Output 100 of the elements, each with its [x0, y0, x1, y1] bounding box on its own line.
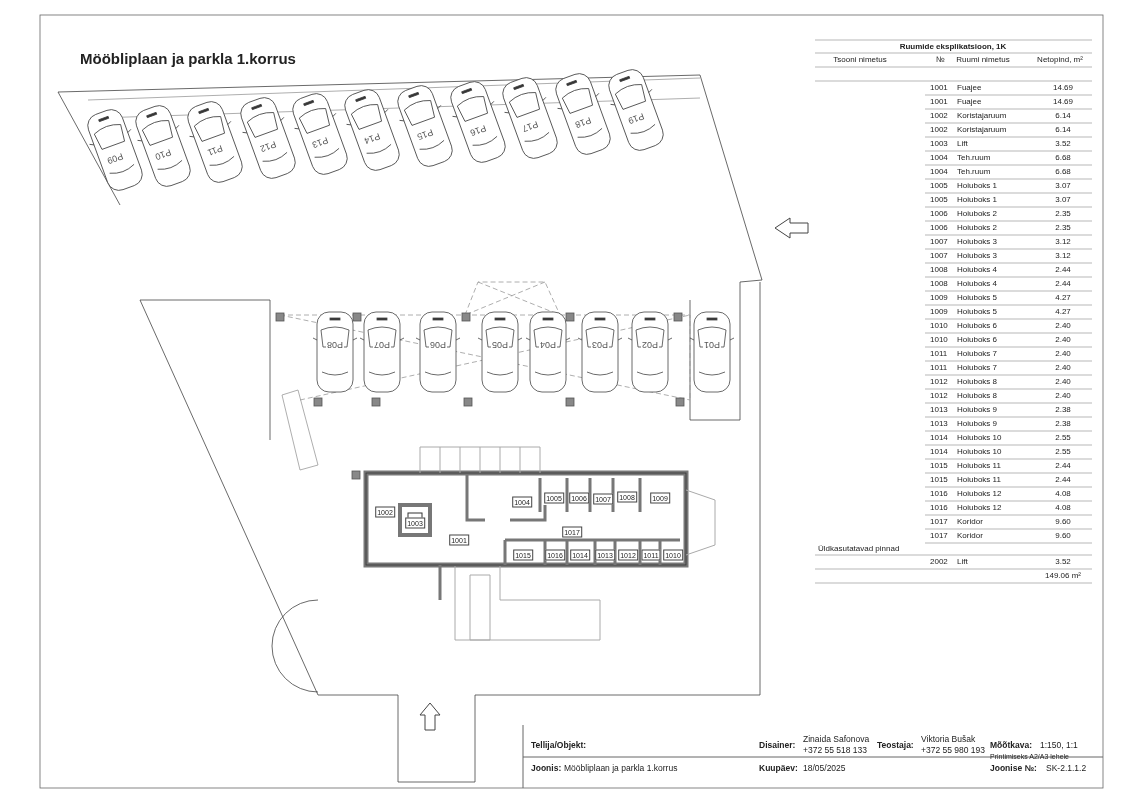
- table-cell: 1007: [930, 238, 948, 246]
- table-cell: 2.44: [1055, 266, 1071, 274]
- table-cell: 2.40: [1055, 392, 1071, 400]
- table-cell: Hoiuboks 3: [957, 238, 998, 246]
- drawing-title: Mööbliplaan ja parkla 1.korrus: [80, 50, 296, 66]
- parking-number: P07: [373, 339, 391, 349]
- title-block-label: Teostaja:: [877, 740, 914, 750]
- parking-number: P04: [539, 339, 557, 349]
- table-cell: 3.07: [1055, 182, 1071, 190]
- table-cell: 1012: [930, 378, 948, 386]
- table-cell: 1005: [930, 196, 948, 204]
- table-cell: 1006: [930, 210, 948, 218]
- table-cell: 1004: [930, 168, 948, 176]
- table-cell: 1010: [930, 336, 948, 344]
- table-cell: Hoiuboks 2: [957, 224, 998, 232]
- table-cell: 4.27: [1055, 308, 1071, 316]
- table-header: Netopind, m²: [1037, 56, 1083, 64]
- table-cell: Hoiuboks 11: [957, 462, 1001, 470]
- table-cell: 1015: [930, 476, 948, 484]
- table-cell: Hoiuboks 4: [957, 266, 998, 274]
- table-cell: 2.40: [1055, 322, 1071, 330]
- table-header: Tsooni nimetus: [833, 56, 887, 64]
- table-cell: 3.12: [1055, 238, 1071, 246]
- table-section-heading: Üldkasutatavad pinnad: [818, 545, 900, 553]
- title-block-value: 18/05/2025: [803, 763, 846, 773]
- title-block-value: 1:150, 1:1: [1040, 740, 1078, 750]
- table-cell: 1014: [930, 448, 948, 456]
- table-cell: 2.55: [1055, 448, 1071, 456]
- table-cell: Hoiuboks 6: [957, 336, 998, 344]
- table-cell: Hoiuboks 1: [957, 182, 998, 190]
- table-cell: 1014: [930, 434, 948, 442]
- title-block-value: +372 55 518 133: [803, 745, 868, 755]
- title-block-label: Tellija/Objekt:: [531, 740, 587, 750]
- table-cell: Hoiuboks 6: [957, 322, 998, 330]
- title-block-value: Mööbliplaan ja parkla 1.korrus: [564, 763, 678, 773]
- table-cell: 3.52: [1055, 558, 1071, 566]
- table-cell: 1015: [930, 462, 948, 470]
- table-cell: 1005: [930, 182, 948, 190]
- table-cell: Hoiuboks 10: [957, 448, 1002, 456]
- table-cell: 2.40: [1055, 350, 1071, 358]
- table-cell: Fuajee: [957, 98, 982, 106]
- table-cell: Hoiuboks 5: [957, 308, 998, 316]
- table-cell: 6.14: [1055, 112, 1071, 120]
- table-cell: 1007: [930, 252, 948, 260]
- table-cell: Hoiuboks 9: [957, 420, 998, 428]
- table-cell: 1002: [930, 112, 948, 120]
- table-cell: 4.27: [1055, 294, 1071, 302]
- table-cell: Lift: [957, 140, 968, 148]
- table-cell: Koristajaruum: [957, 112, 1007, 120]
- table-cell: Hoiuboks 4: [957, 280, 998, 288]
- table-cell: 1011: [930, 364, 948, 372]
- title-block-label: Mõõtkava:: [990, 740, 1033, 750]
- title-block-value: +372 55 980 193: [921, 745, 986, 755]
- title-block-label: Joonis:: [531, 763, 562, 773]
- title-block-value: Viktoria Bušak: [921, 734, 976, 744]
- table-cell: 2.44: [1055, 462, 1071, 470]
- table-cell: 1001: [930, 84, 948, 92]
- table-cell: 1011: [930, 350, 948, 358]
- table-cell: 1009: [930, 294, 948, 302]
- parking-number: P05: [491, 339, 509, 349]
- table-cell: 1010: [930, 322, 948, 330]
- table-cell: Fuajee: [957, 84, 982, 92]
- table-cell: Hoiuboks 11: [957, 476, 1001, 484]
- table-cell: 2.44: [1055, 476, 1071, 484]
- table-cell: 2.55: [1055, 434, 1071, 442]
- table-cell: 1016: [930, 504, 948, 512]
- parking-number: P01: [703, 339, 721, 349]
- table-cell: 2.35: [1055, 224, 1071, 232]
- table-cell: 14.69: [1053, 84, 1073, 92]
- table-cell: 14.69: [1053, 98, 1073, 106]
- table-cell: 6.14: [1055, 126, 1071, 134]
- parking-number: P08: [326, 339, 344, 349]
- title-block-label: Joonise №:: [990, 763, 1037, 773]
- table-cell: 4.08: [1055, 490, 1071, 498]
- parking-number: P03: [591, 339, 609, 349]
- table-cell: Hoiuboks 3: [957, 252, 998, 260]
- table-cell: 1013: [930, 406, 948, 414]
- table-cell: 1004: [930, 154, 948, 162]
- table-cell: 2.38: [1055, 420, 1071, 428]
- table-cell: Hoiuboks 7: [957, 364, 998, 372]
- table-cell: Hoiuboks 2: [957, 210, 998, 218]
- table-cell: 1017: [930, 532, 948, 540]
- table-cell: 1008: [930, 266, 948, 274]
- table-total: 149.06 m²: [1045, 572, 1081, 580]
- table-cell: Hoiuboks 10: [957, 434, 1002, 442]
- table-cell: 4.08: [1055, 504, 1071, 512]
- table-cell: Hoiuboks 8: [957, 392, 998, 400]
- title-block-value: SK-2.1.1.2: [1046, 763, 1087, 773]
- parking-number: P06: [429, 339, 447, 349]
- table-cell: 1013: [930, 420, 948, 428]
- table-cell: 1003: [930, 140, 948, 148]
- table-cell: Teh.ruum: [957, 168, 991, 176]
- table-cell: Koridor: [957, 518, 983, 526]
- table-cell: Hoiuboks 1: [957, 196, 998, 204]
- table-cell: 3.52: [1055, 140, 1071, 148]
- table-cell: 6.68: [1055, 168, 1071, 176]
- table-cell: 9.60: [1055, 518, 1071, 526]
- table-cell: 2.44: [1055, 280, 1071, 288]
- table-cell: Koristajaruum: [957, 126, 1007, 134]
- parking-number: P02: [641, 339, 659, 349]
